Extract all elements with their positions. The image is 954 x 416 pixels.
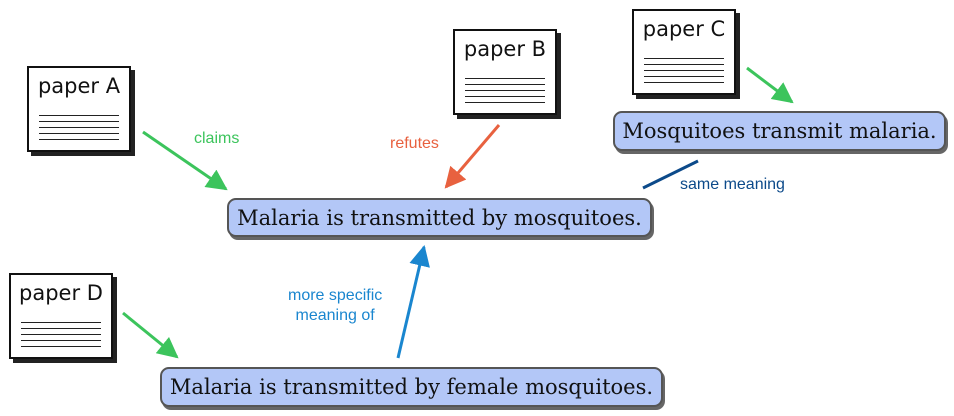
label-more-specific: more specific meaning of: [288, 286, 382, 326]
paper-a: paper A: [27, 66, 131, 152]
arrow-paper-c-claims: [746, 66, 794, 104]
paper-d-title: paper D: [19, 281, 103, 305]
paper-c: paper C: [632, 9, 736, 95]
paper-c-text-lines: [644, 53, 724, 83]
label-same-meaning: same meaning: [680, 176, 785, 193]
paper-a-text-lines: [39, 110, 119, 140]
label-more-specific-line2: meaning of: [295, 307, 375, 324]
paper-b-title: paper B: [463, 37, 547, 61]
claim-d: Malaria is transmitted by female mosquit…: [160, 367, 663, 407]
paper-b: paper B: [453, 29, 557, 115]
paper-d-text-lines: [21, 317, 101, 347]
paper-b-text-lines: [465, 73, 545, 103]
arrow-paper-a-claims: [142, 130, 228, 191]
claim-main: Malaria is transmitted by mosquitoes.: [227, 198, 652, 237]
arrow-more-specific: [396, 244, 430, 359]
claim-c: Mosquitoes transmit malaria.: [613, 111, 946, 151]
label-more-specific-line1: more specific: [288, 287, 383, 304]
edge-same-meaning: [642, 159, 699, 190]
paper-a-title: paper A: [37, 74, 121, 98]
paper-c-title: paper C: [642, 17, 726, 41]
arrow-paper-d-claims: [122, 311, 179, 359]
label-refutes: refutes: [390, 135, 439, 152]
paper-d: paper D: [9, 273, 113, 359]
arrow-paper-b-refutes: [444, 124, 501, 189]
label-claims: claims: [194, 130, 240, 147]
